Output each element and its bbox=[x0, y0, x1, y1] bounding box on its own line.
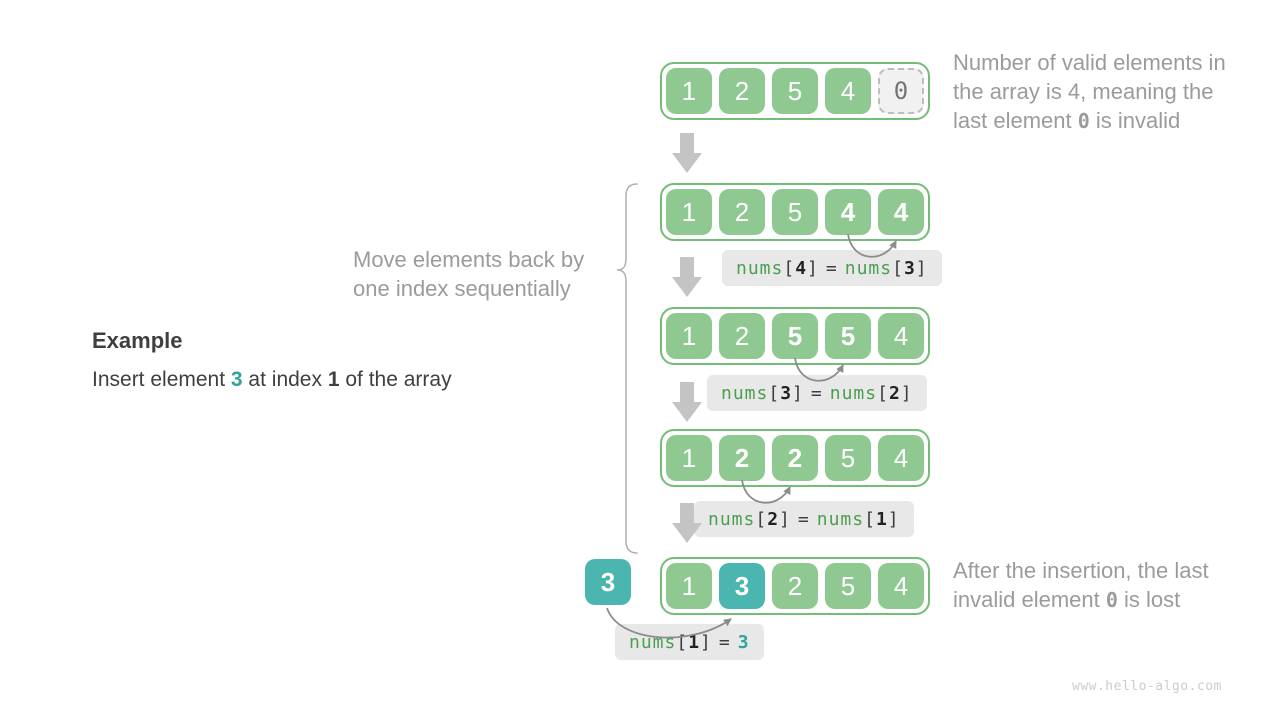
zero-code-text: 0 bbox=[1105, 588, 1118, 612]
array-cell: 4 bbox=[825, 189, 871, 235]
after-insertion-note: After the insertion, the last invalid el… bbox=[953, 558, 1209, 612]
insert-value-text: 3 bbox=[230, 368, 243, 391]
inserted-element-cell: 3 bbox=[585, 559, 631, 605]
array-cell: 1 bbox=[666, 313, 712, 359]
array-cell: 4 bbox=[825, 68, 871, 114]
zero-code-text: 0 bbox=[1077, 109, 1090, 133]
array-cell: 1 bbox=[666, 563, 712, 609]
array-cell: 1 bbox=[666, 68, 712, 114]
move-note: Move elements back by one index sequenti… bbox=[353, 247, 585, 301]
array-cell-invalid: 0 bbox=[878, 68, 924, 114]
array-row-initial: 1 2 5 4 0 bbox=[660, 62, 930, 120]
code-label-step1: nums[4]=nums[3] bbox=[722, 250, 942, 286]
array-cell: 1 bbox=[666, 435, 712, 481]
down-arrow-icon bbox=[672, 382, 702, 422]
array-cell: 5 bbox=[825, 563, 871, 609]
array-row-step1: 1 2 5 4 4 bbox=[660, 183, 930, 241]
array-cell: 2 bbox=[772, 563, 818, 609]
example-heading: Example bbox=[92, 328, 183, 353]
brace-icon bbox=[616, 183, 638, 554]
array-cell: 2 bbox=[719, 189, 765, 235]
array-cell-inserted: 3 bbox=[719, 563, 765, 609]
array-cell: 4 bbox=[878, 189, 924, 235]
valid-elements-note: Number of valid elements in the array is… bbox=[953, 50, 1226, 133]
array-row-final: 1 3 2 5 4 bbox=[660, 557, 930, 615]
array-cell: 2 bbox=[719, 68, 765, 114]
code-label-step2: nums[3]=nums[2] bbox=[707, 375, 927, 411]
watermark: www.hello-algo.com bbox=[1072, 679, 1222, 694]
example-description: Insert element 3 at index 1 of the array bbox=[92, 368, 452, 391]
array-cell: 4 bbox=[878, 313, 924, 359]
insert-index-text: 1 bbox=[327, 368, 340, 391]
array-cell: 2 bbox=[719, 313, 765, 359]
array-cell: 4 bbox=[878, 435, 924, 481]
array-row-step3: 1 2 2 5 4 bbox=[660, 429, 930, 487]
array-cell: 5 bbox=[825, 435, 871, 481]
array-cell: 2 bbox=[772, 435, 818, 481]
array-cell: 5 bbox=[772, 313, 818, 359]
array-row-step2: 1 2 5 5 4 bbox=[660, 307, 930, 365]
array-cell: 5 bbox=[772, 68, 818, 114]
array-cell: 5 bbox=[772, 189, 818, 235]
down-arrow-icon bbox=[672, 133, 702, 173]
array-cell: 2 bbox=[719, 435, 765, 481]
array-cell: 5 bbox=[825, 313, 871, 359]
array-cell: 1 bbox=[666, 189, 712, 235]
array-cell: 4 bbox=[878, 563, 924, 609]
down-arrow-icon bbox=[672, 257, 702, 297]
code-label-step3: nums[2]=nums[1] bbox=[694, 501, 914, 537]
code-label-insert: nums[1]=3 bbox=[615, 624, 764, 660]
